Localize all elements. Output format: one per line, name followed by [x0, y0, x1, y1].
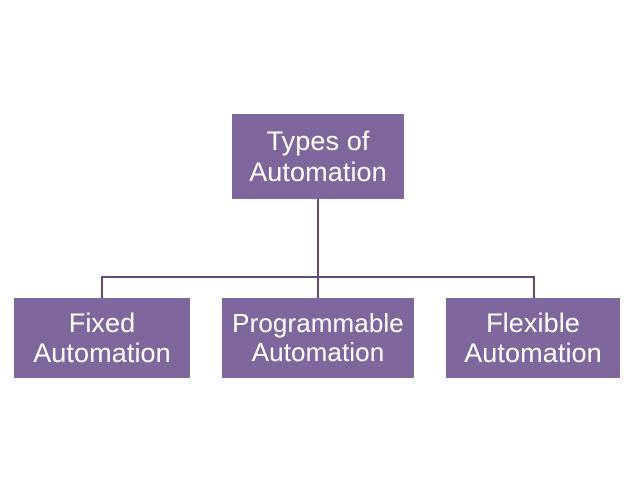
node-types-of-automation[interactable]: Types of Automation [232, 114, 404, 199]
node-programmable-automation[interactable]: Programmable Automation [222, 298, 414, 378]
node-label-fixed-automation: Fixed Automation [33, 307, 171, 368]
node-fixed-automation[interactable]: Fixed Automation [14, 298, 190, 378]
connector-bus-to-programmable [317, 276, 319, 299]
node-flexible-automation[interactable]: Flexible Automation [446, 298, 620, 378]
connector-bus-to-fixed [101, 276, 103, 299]
node-label-flexible-automation: Flexible Automation [464, 307, 602, 368]
connector-root-to-bus [317, 199, 319, 277]
node-label-root: Types of Automation [249, 126, 387, 187]
connector-bus-to-flexible [533, 276, 535, 299]
node-label-programmable-automation: Programmable Automation [232, 307, 404, 367]
